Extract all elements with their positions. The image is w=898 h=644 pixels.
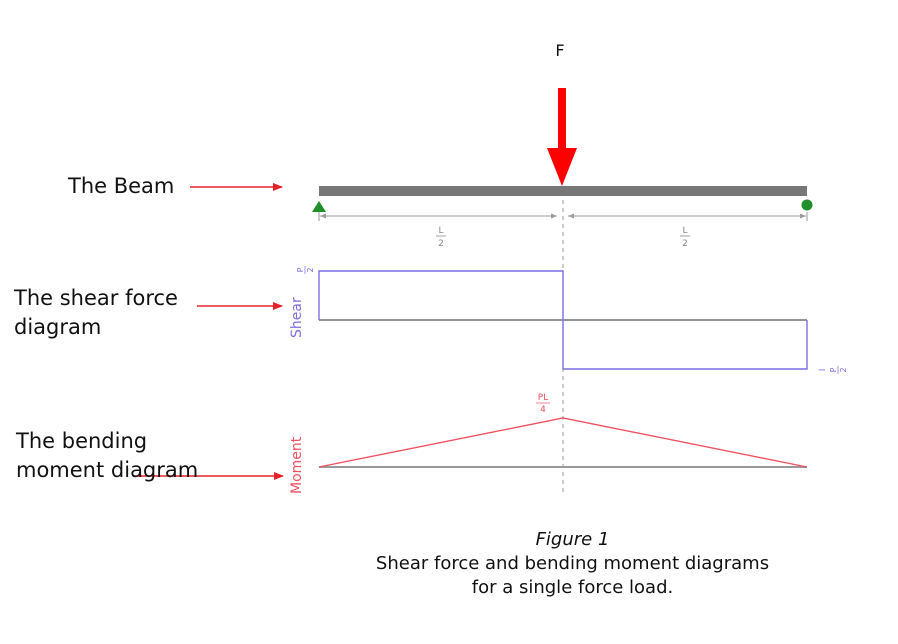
pin-support bbox=[312, 201, 326, 212]
shear-min-label: − P 2 bbox=[818, 365, 848, 376]
svg-text:P: P bbox=[829, 367, 838, 372]
svg-text:PL: PL bbox=[538, 393, 548, 403]
beam bbox=[319, 186, 807, 196]
svg-text:2: 2 bbox=[438, 239, 444, 249]
moment-label-line2: moment diagram bbox=[16, 458, 199, 482]
caption-title: Figure 1 bbox=[535, 529, 610, 550]
moment-label-line1: The bending bbox=[16, 429, 148, 453]
caption-line2: for a single force load. bbox=[471, 577, 674, 598]
figure-caption: Figure 1 Shear force and bending moment … bbox=[300, 528, 845, 600]
dimension-lines bbox=[318, 212, 808, 221]
moment-curve bbox=[318, 417, 808, 468]
span-label-left: L 2 bbox=[436, 226, 446, 249]
svg-text:−: − bbox=[818, 365, 826, 376]
svg-text:4: 4 bbox=[540, 405, 546, 415]
roller-support bbox=[801, 199, 813, 211]
shear-axis-label: Shear bbox=[289, 297, 305, 338]
moment-peak-label: PL 4 bbox=[536, 393, 550, 415]
moment-axis-label: Moment bbox=[289, 436, 305, 494]
svg-text:P: P bbox=[296, 267, 305, 272]
svg-text:2: 2 bbox=[682, 239, 688, 249]
span-label-right: L 2 bbox=[680, 226, 690, 249]
svg-text:2: 2 bbox=[306, 267, 315, 272]
svg-text:2: 2 bbox=[839, 367, 848, 372]
svg-text:L: L bbox=[438, 226, 443, 236]
force-label: F bbox=[555, 41, 564, 60]
shear-label-line1: The shear force bbox=[14, 286, 178, 310]
force-arrow bbox=[547, 88, 577, 186]
shear-curve bbox=[318, 270, 808, 370]
beam-label: The Beam bbox=[68, 174, 175, 198]
shear-max-label: P 2 bbox=[296, 266, 315, 274]
svg-text:L: L bbox=[682, 226, 687, 236]
shear-label-line2: diagram bbox=[14, 315, 102, 339]
caption-line1: Shear force and bending moment diagrams bbox=[375, 553, 770, 574]
